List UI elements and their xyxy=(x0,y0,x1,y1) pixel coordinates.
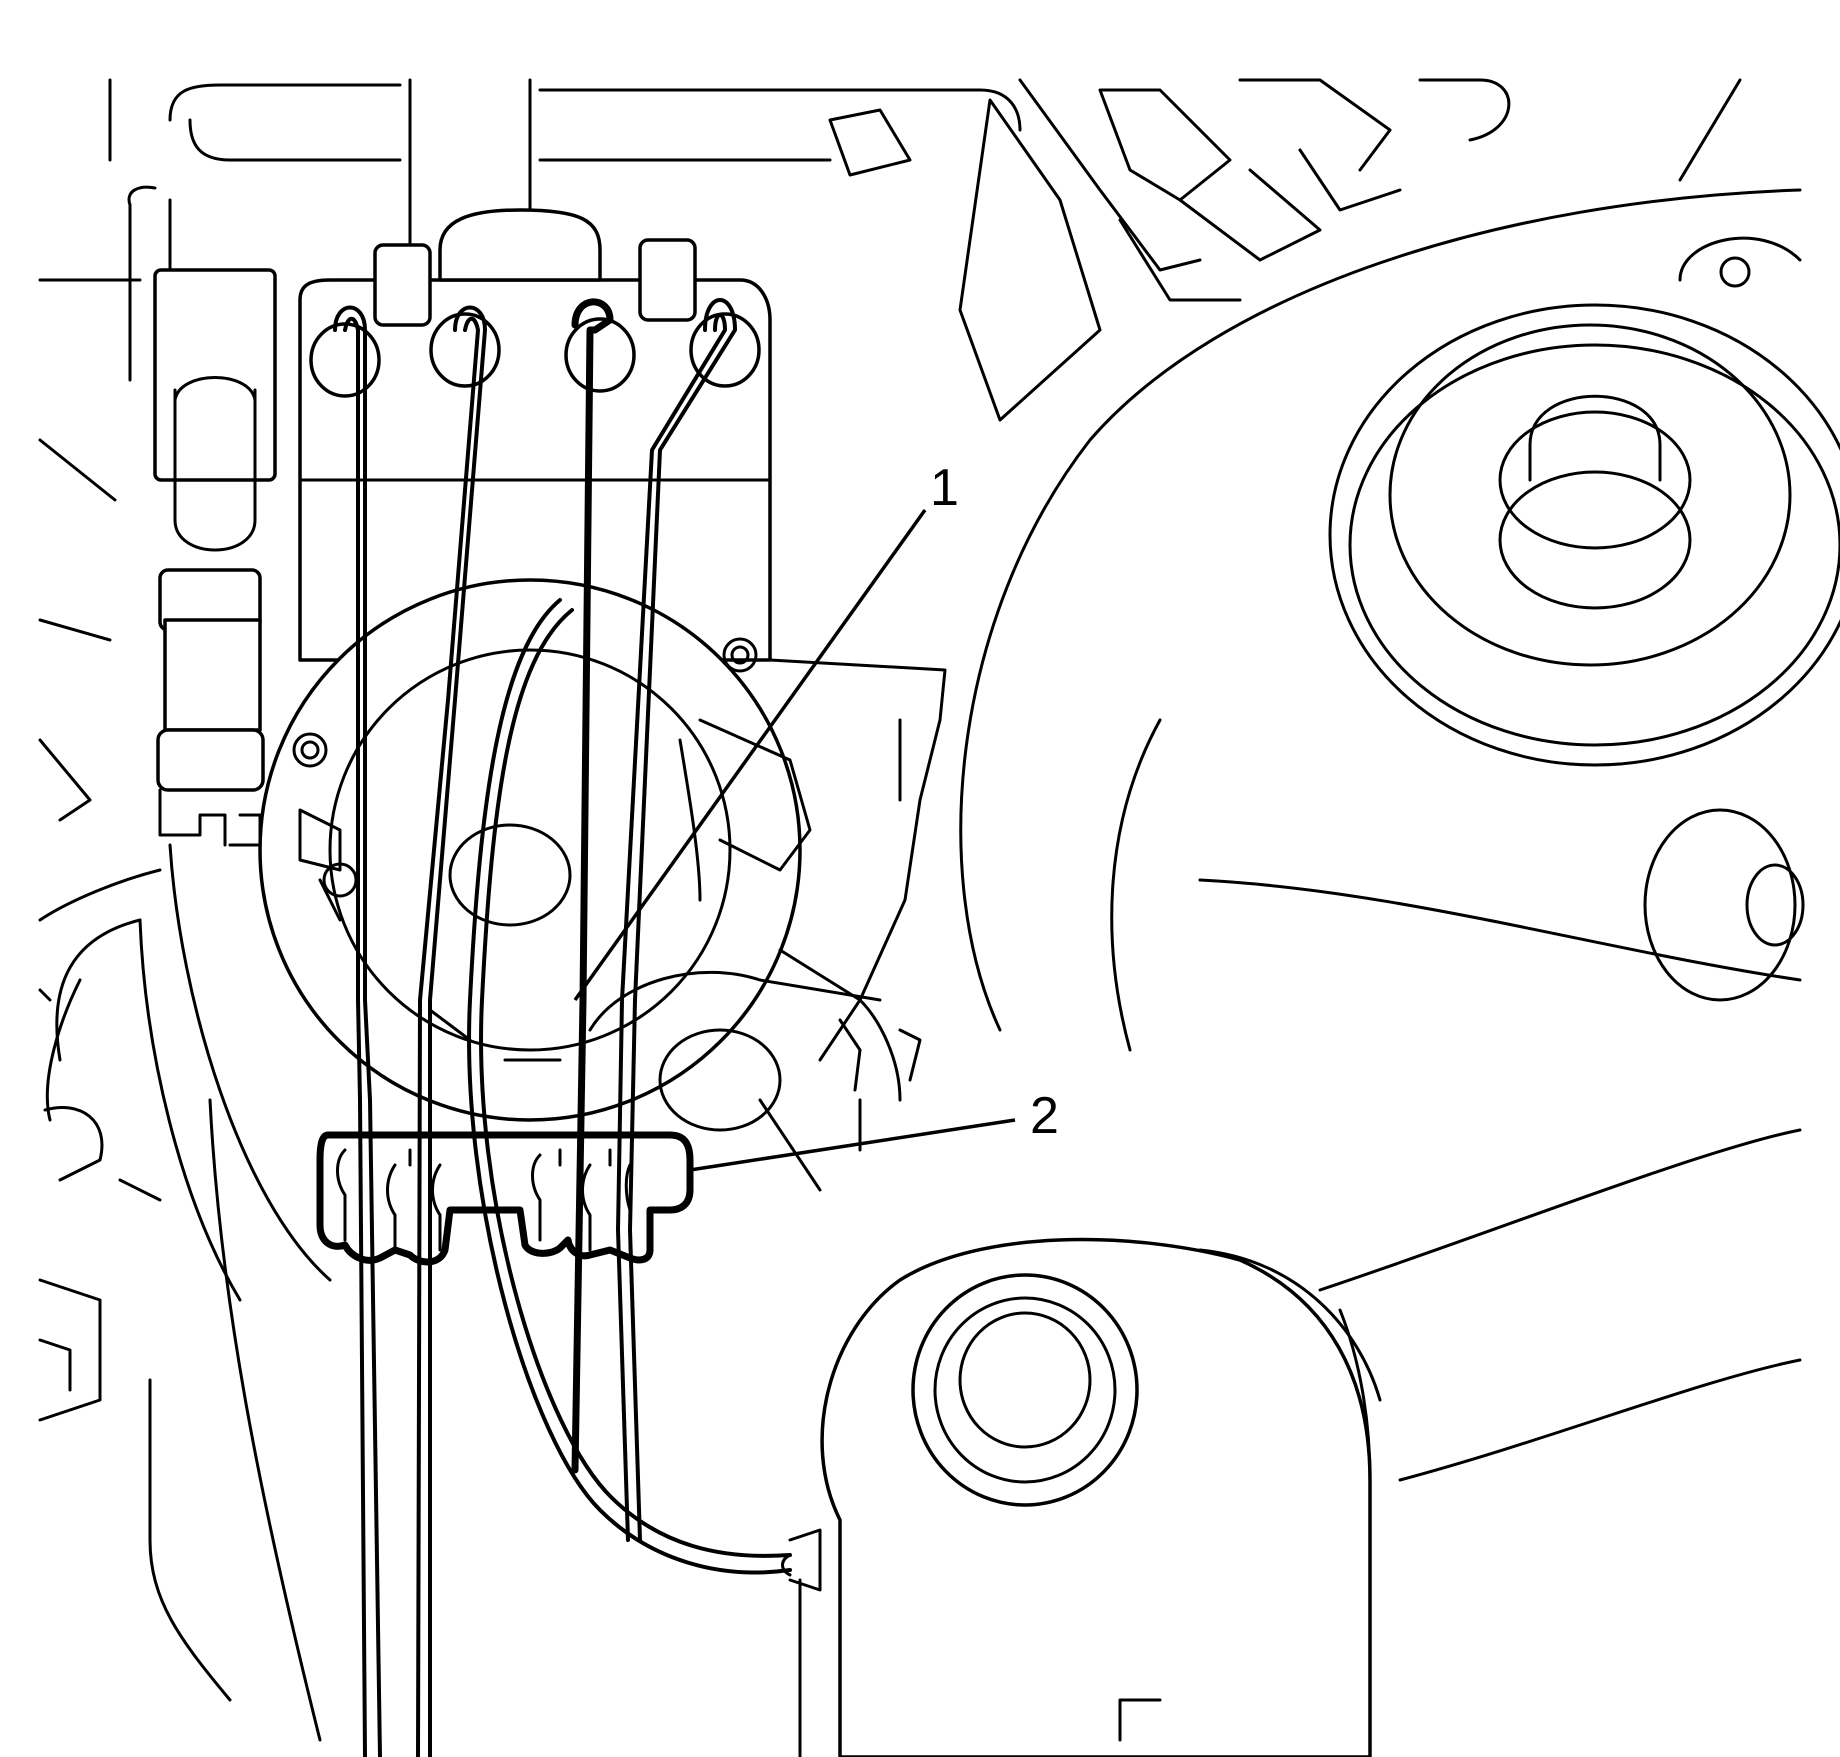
callout-1-label: 1 xyxy=(930,459,959,517)
strut-tower xyxy=(959,188,1840,1482)
callout-2-label: 2 xyxy=(1030,1087,1059,1145)
brake-lines xyxy=(333,298,822,1757)
mount-bracket xyxy=(588,658,947,1192)
top-brackets xyxy=(108,78,1742,422)
callout-2-leader xyxy=(689,1118,1016,1172)
brake-fluid-reservoir xyxy=(798,1237,1382,1757)
left-hose-assembly xyxy=(55,185,332,1302)
callout-1-leader xyxy=(573,508,927,1002)
left-side-parts xyxy=(38,278,322,1742)
abs-modulator xyxy=(258,208,802,1122)
brake-line-retaining-clip xyxy=(316,1131,694,1266)
